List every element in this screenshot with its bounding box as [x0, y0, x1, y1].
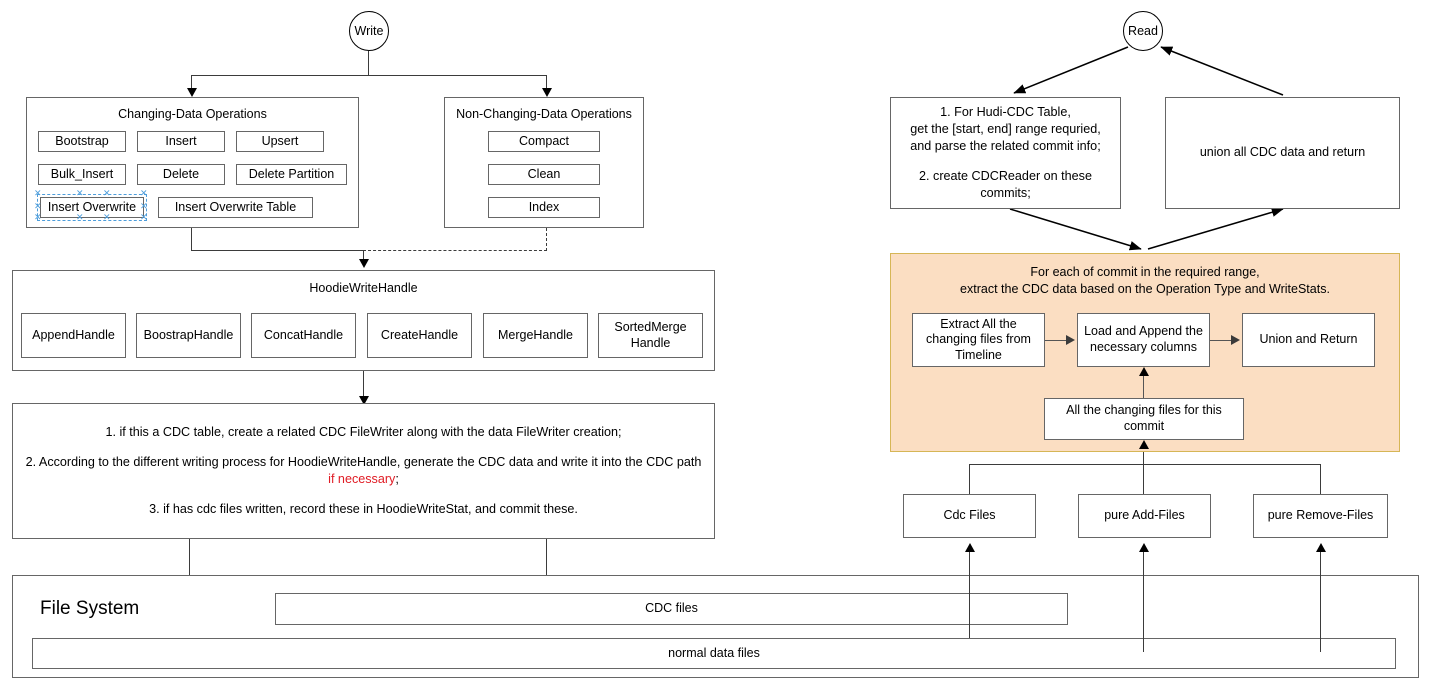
connector-fs-to-add-files — [1143, 552, 1145, 652]
write-start-node[interactable]: Write — [349, 11, 389, 51]
write-step-2-emphasis: if necessary — [328, 472, 396, 486]
arrow-to-nonchanging-group — [542, 88, 552, 97]
changing-data-operations-title: Changing-Data Operations — [118, 107, 267, 121]
op-bootstrap[interactable]: Bootstrap — [38, 131, 126, 152]
connector-nonchanging-dashed-drop — [546, 228, 547, 251]
handle-merge[interactable]: MergeHandle — [483, 313, 588, 358]
op-clean[interactable]: Clean — [488, 164, 600, 185]
arrow-load-to-union — [1231, 335, 1240, 345]
op-insert-overwrite-table[interactable]: Insert Overwrite Table — [158, 197, 313, 218]
arrow-extract-to-load — [1066, 335, 1075, 345]
connector-changing-to-handle-run — [191, 250, 364, 252]
connector-fs-to-remove-files — [1320, 552, 1322, 652]
reader-line-4: 2. create CDCReader on these — [919, 169, 1092, 183]
selection-handle-s[interactable]: ✕ — [76, 213, 84, 223]
handle-concat[interactable]: ConcatHandle — [251, 313, 356, 358]
connector-file-sources-bar — [969, 464, 1321, 466]
connector-handle-entry — [363, 250, 365, 261]
load-append-columns-box[interactable]: Load and Append the necessary columns — [1077, 313, 1210, 367]
arrow-fs-to-add-files — [1139, 543, 1149, 552]
write-step-2-text: 2. According to the different writing pr… — [25, 455, 702, 469]
arrow-into-changing-files-box — [1139, 440, 1149, 449]
extract-changing-files-box[interactable]: Extract All the changing files from Time… — [912, 313, 1045, 367]
op-delete[interactable]: Delete — [137, 164, 225, 185]
union-and-return-box[interactable]: Union and Return — [1242, 313, 1375, 367]
cdc-write-steps-box: 1. if this a CDC table, create a related… — [12, 403, 715, 539]
reader-line-3: and parse the related commit info; — [910, 139, 1101, 153]
connector-extract-to-load — [1045, 340, 1068, 342]
selection-handle-nw[interactable]: ✕ — [34, 189, 42, 199]
selection-handle-n[interactable]: ✕ — [76, 189, 84, 199]
union-all-cdc-box: union all CDC data and return — [1165, 97, 1400, 209]
connector-handle-to-steps — [363, 371, 365, 400]
cdc-files-store[interactable]: CDC files — [275, 593, 1068, 625]
handle-create[interactable]: CreateHandle — [367, 313, 472, 358]
write-step-2: 2. According to the different writing pr… — [23, 454, 704, 488]
read-start-node[interactable]: Read — [1123, 11, 1163, 51]
cdc-files-source-box[interactable]: Cdc Files — [903, 494, 1036, 538]
arrow-fs-to-cdc-files-source — [965, 543, 975, 552]
selection-handle-sw[interactable]: ✕ — [34, 213, 42, 223]
non-changing-data-operations-title: Non-Changing-Data Operations — [456, 107, 632, 121]
reader-line-5: commits; — [980, 186, 1031, 200]
connector-fs-to-cdc-files-source — [969, 552, 971, 638]
pure-remove-files-box[interactable]: pure Remove-Files — [1253, 494, 1388, 538]
op-insert[interactable]: Insert — [137, 131, 225, 152]
connector-write-left-drop — [191, 75, 193, 91]
write-step-3: 3. if has cdc files written, record thes… — [149, 502, 578, 516]
cdc-reader-box: 1. For Hudi-CDC Table, get the [start, e… — [890, 97, 1121, 209]
op-upsert[interactable]: Upsert — [236, 131, 324, 152]
arrow-to-hoodie-write-handle — [359, 259, 369, 268]
reader-line-2: get the [start, end] range requried, — [910, 122, 1101, 136]
op-bulk-insert[interactable]: Bulk_Insert — [38, 164, 126, 185]
file-system-label: File System — [40, 598, 140, 619]
connector-nonchanging-dashed-run — [363, 250, 547, 251]
per-commit-panel-title-line-2: extract the CDC data based on the Operat… — [960, 282, 1330, 296]
arrow-to-changing-group — [187, 88, 197, 97]
op-compact[interactable]: Compact — [488, 131, 600, 152]
normal-data-files-store[interactable]: normal data files — [32, 638, 1396, 669]
selection-handle-se-mid[interactable]: ✕ — [103, 213, 111, 223]
connector-write-stem — [368, 51, 370, 76]
connector-write-right-drop — [546, 75, 548, 91]
arrow-fs-to-remove-files — [1316, 543, 1326, 552]
selection-handle-e[interactable]: ✕ — [140, 202, 148, 212]
read-start-label: Read — [1128, 24, 1158, 38]
connector-steps-to-cdc-files — [546, 539, 548, 598]
handle-boostrap[interactable]: BoostrapHandle — [136, 313, 241, 358]
hoodie-write-handle-group: HoodieWriteHandle — [12, 270, 715, 371]
connector-load-to-union — [1210, 340, 1233, 342]
reader-line-1: 1. For Hudi-CDC Table, — [940, 105, 1071, 119]
arrow-source-to-load — [1139, 367, 1149, 376]
selection-handle-ne-mid[interactable]: ✕ — [103, 189, 111, 199]
all-changing-files-box[interactable]: All the changing files for this commit — [1044, 398, 1244, 440]
connector-write-split — [192, 75, 547, 77]
connector-bar-to-remove-files — [1320, 464, 1322, 494]
selection-outline-insert-overwrite — [37, 194, 147, 221]
handle-append[interactable]: AppendHandle — [21, 313, 126, 358]
write-start-label: Write — [354, 24, 384, 38]
hoodie-write-handle-title: HoodieWriteHandle — [309, 281, 418, 295]
selection-handle-ne[interactable]: ✕ — [140, 189, 148, 199]
connector-bar-to-cdc-files — [969, 464, 971, 494]
handle-sorted-merge[interactable]: SortedMerge Handle — [598, 313, 703, 358]
connector-source-to-load — [1143, 376, 1145, 398]
op-insert-overwrite[interactable]: Insert Overwrite — [40, 197, 144, 218]
connector-into-panel-bottom — [1143, 452, 1145, 474]
arrow-to-steps-box — [359, 396, 369, 405]
write-step-2-tail: ; — [395, 472, 399, 486]
selection-handle-w[interactable]: ✕ — [34, 202, 42, 212]
connector-bar-to-add-files — [1143, 464, 1145, 494]
connector-changing-to-handle-drop — [191, 228, 193, 251]
op-delete-partition[interactable]: Delete Partition — [236, 164, 347, 185]
pure-add-files-box[interactable]: pure Add-Files — [1078, 494, 1211, 538]
op-index[interactable]: Index — [488, 197, 600, 218]
per-commit-panel-title-line-1: For each of commit in the required range… — [1030, 265, 1260, 279]
write-step-1: 1. if this a CDC table, create a related… — [105, 425, 622, 439]
selection-handle-se[interactable]: ✕ — [140, 213, 148, 223]
